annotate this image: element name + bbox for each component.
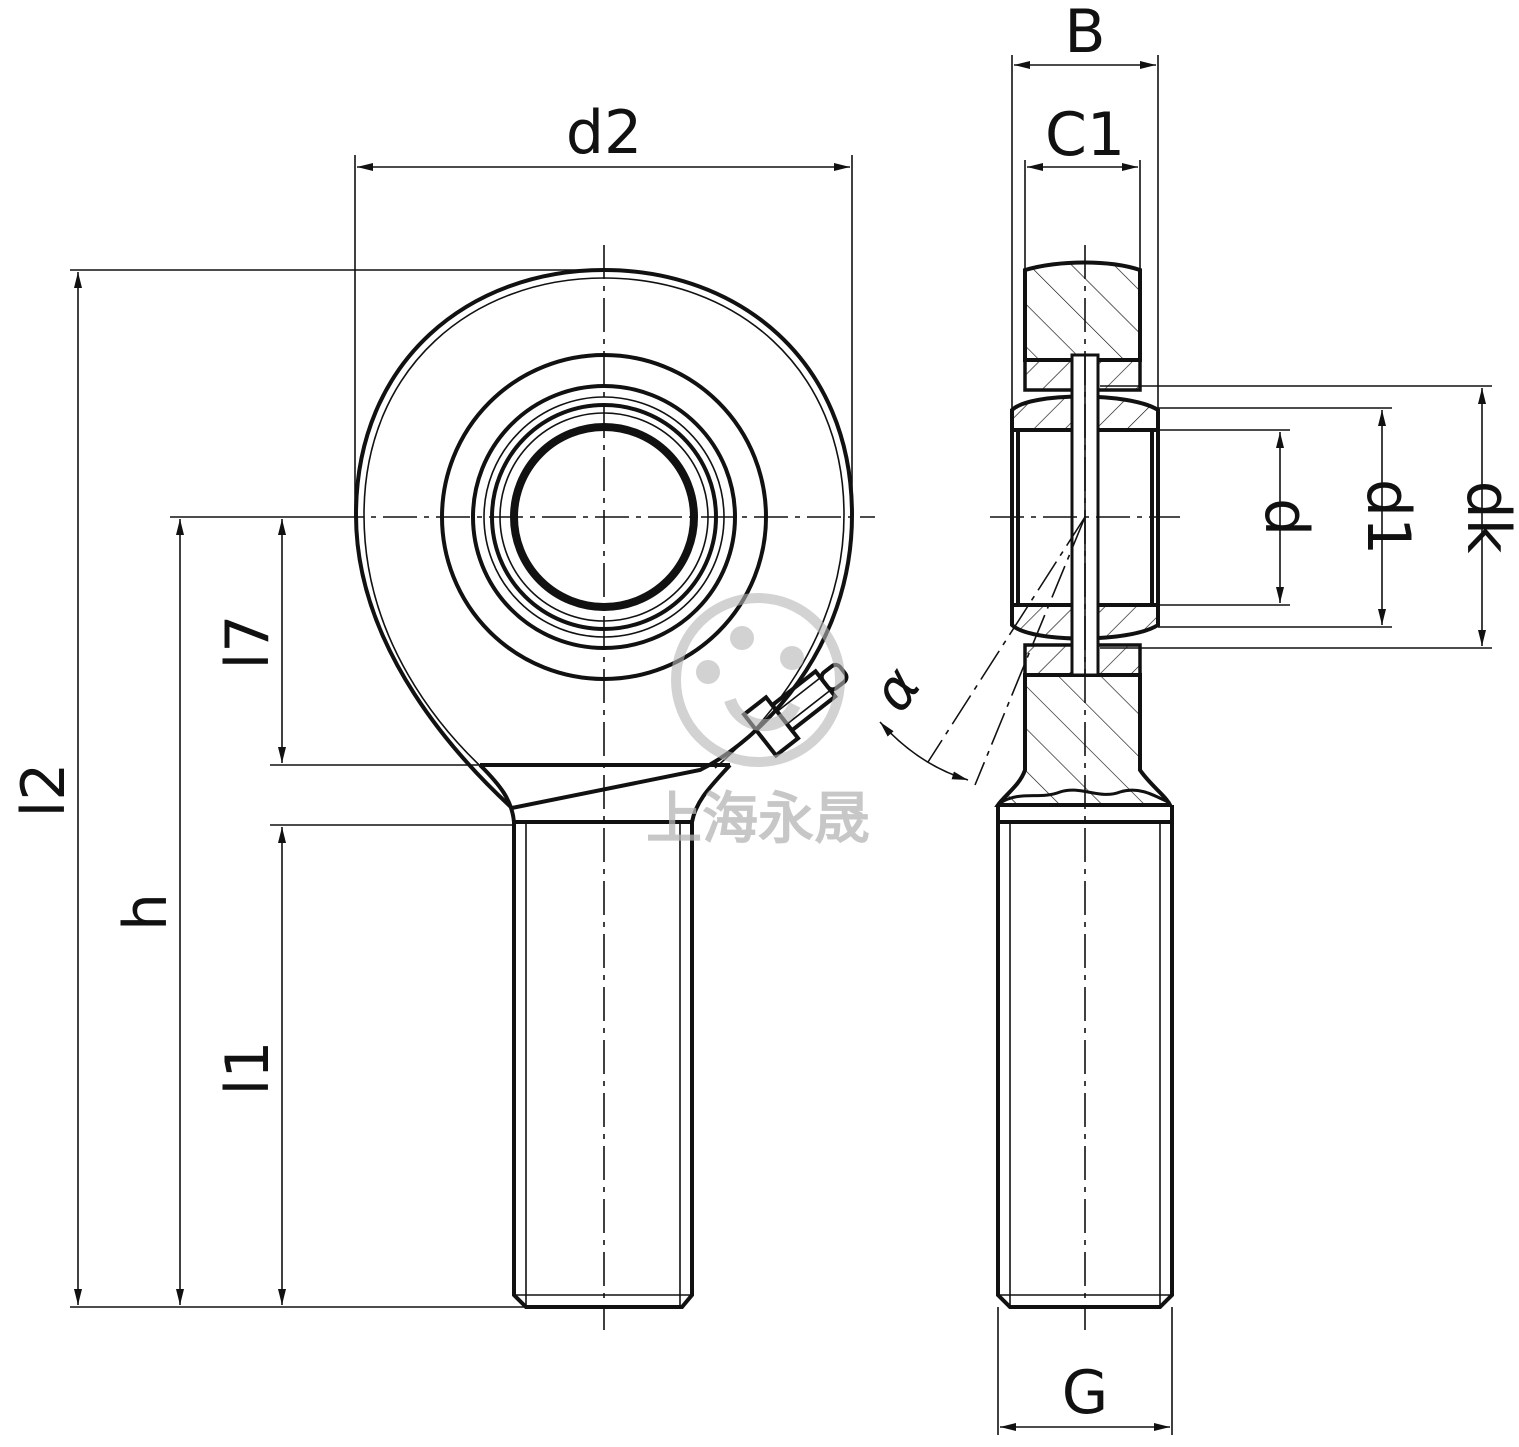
label-G: G [1062,1358,1109,1428]
label-l1: l1 [213,1041,283,1096]
watermark-logo [671,593,845,767]
label-C1: C1 [1045,100,1125,170]
label-B: B [1064,0,1105,67]
watermark-text: 上海永晟 [646,787,870,852]
break-line [999,788,1171,805]
label-d2: d2 [566,98,642,168]
label-l2: l2 [9,763,79,818]
side-view: B C1 d d1 dk α G [860,0,1519,1435]
label-dk: dk [1453,481,1519,554]
front-view: d2 l2 h l7 l1 [9,98,875,1330]
label-h: h [111,893,181,931]
alpha-line-2 [927,516,1086,763]
eye-neck [478,763,732,823]
label-alpha: α [860,656,934,724]
housing-upper-section [1023,260,1142,362]
threaded-shank [512,820,694,1309]
label-d: d [1251,498,1321,536]
housing-lower-section [994,673,1174,807]
label-l7: l7 [213,615,283,670]
alpha-line-1 [974,516,1086,786]
alpha-arc [879,721,969,781]
label-d1: d1 [1353,479,1423,555]
